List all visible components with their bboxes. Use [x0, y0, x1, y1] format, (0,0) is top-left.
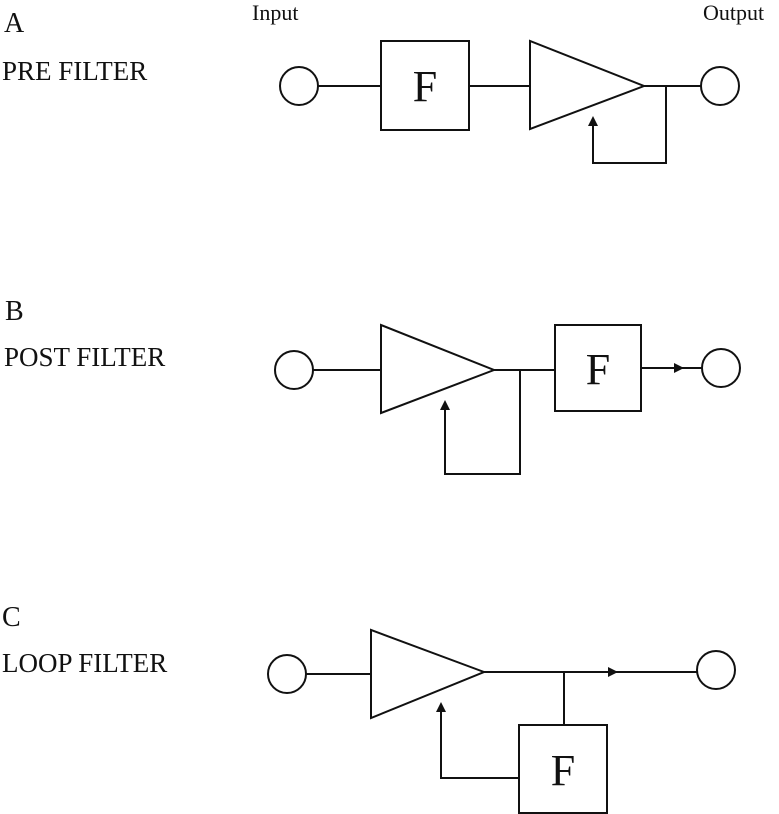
section-c-feedback-arrowhead	[436, 702, 446, 712]
section-b-input-node	[274, 350, 314, 390]
section-b-filter-label: F	[586, 345, 610, 394]
section-b-post-filter: B POST FILTER F	[4, 296, 741, 475]
section-a-feedback-arrowhead	[588, 116, 598, 126]
section-a-output-node	[700, 66, 740, 106]
section-a-filter-label: F	[413, 62, 437, 111]
section-a-pre-filter: A PRE FILTER F	[2, 8, 740, 164]
section-b-letter: B	[5, 296, 24, 327]
section-b-output-arrowhead	[674, 363, 684, 373]
section-c-letter: C	[2, 602, 21, 633]
section-b-feedback-arrowhead	[440, 400, 450, 410]
section-c-feedback-loop	[440, 710, 519, 779]
section-c-input-node	[267, 654, 307, 694]
section-a-input-node	[279, 66, 319, 106]
section-a-amplifier-triangle	[529, 39, 647, 131]
section-c-output-arrowhead	[608, 667, 618, 677]
section-a-letter: A	[4, 8, 25, 39]
section-b-amplifier-triangle	[380, 323, 497, 415]
section-b-output-node	[701, 348, 741, 388]
section-c-filter-label: F	[551, 746, 575, 795]
section-b-title: POST FILTER	[4, 342, 165, 372]
section-c-loop-filter: C LOOP FILTER F	[2, 602, 736, 814]
section-a-feedback-loop	[592, 86, 667, 164]
section-c-filter-block	[518, 724, 608, 814]
section-c-title: LOOP FILTER	[2, 648, 167, 678]
section-c-amplifier-triangle	[370, 628, 487, 720]
section-a-title: PRE FILTER	[2, 56, 147, 86]
section-c-output-node	[696, 650, 736, 690]
output-label: Output	[703, 0, 764, 25]
input-label: Input	[252, 0, 298, 25]
section-b-feedback-loop	[444, 370, 521, 475]
